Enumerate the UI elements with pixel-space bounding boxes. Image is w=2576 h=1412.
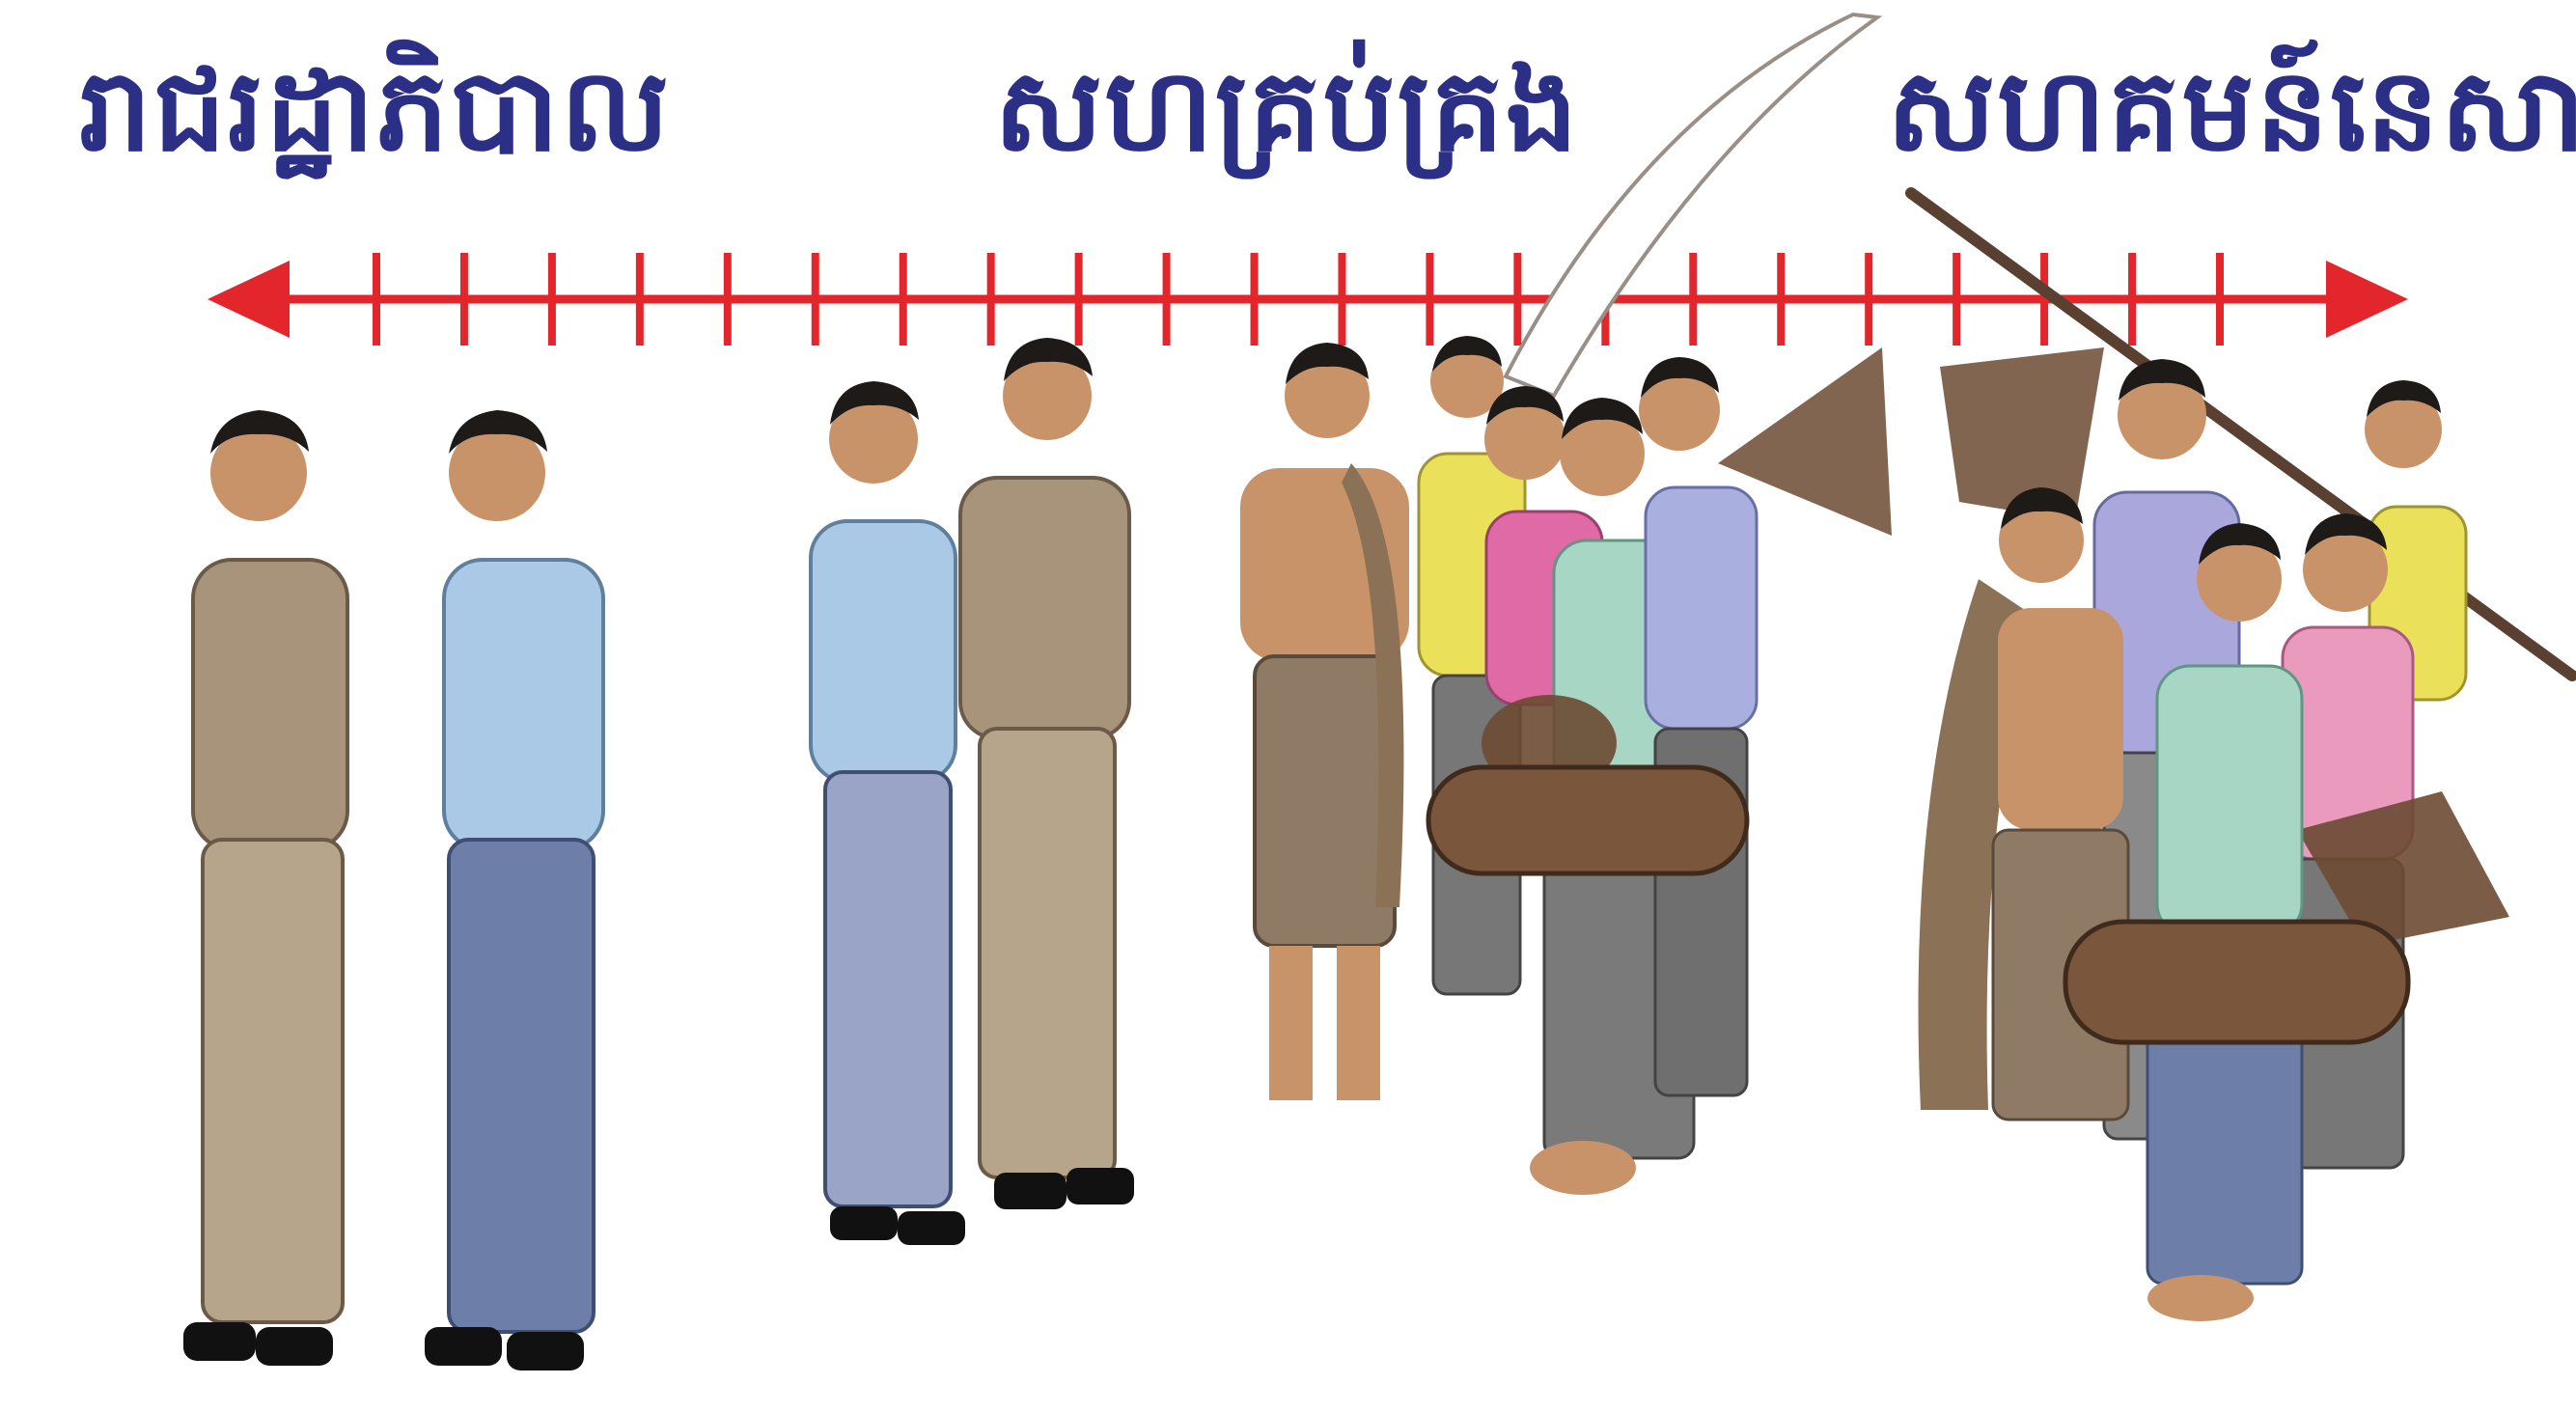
fishing-pole-icon [1506, 14, 1877, 396]
government-official-khaki [183, 410, 347, 1366]
fish-trap-icon [2065, 922, 2408, 1042]
co-management-official-khaki [960, 338, 1134, 1209]
fisher-shirtless [1240, 343, 1409, 1100]
fisher-lavender-shirt [1639, 347, 1892, 1095]
government-official-blue [425, 410, 603, 1370]
co-management-official-blue [811, 381, 965, 1245]
